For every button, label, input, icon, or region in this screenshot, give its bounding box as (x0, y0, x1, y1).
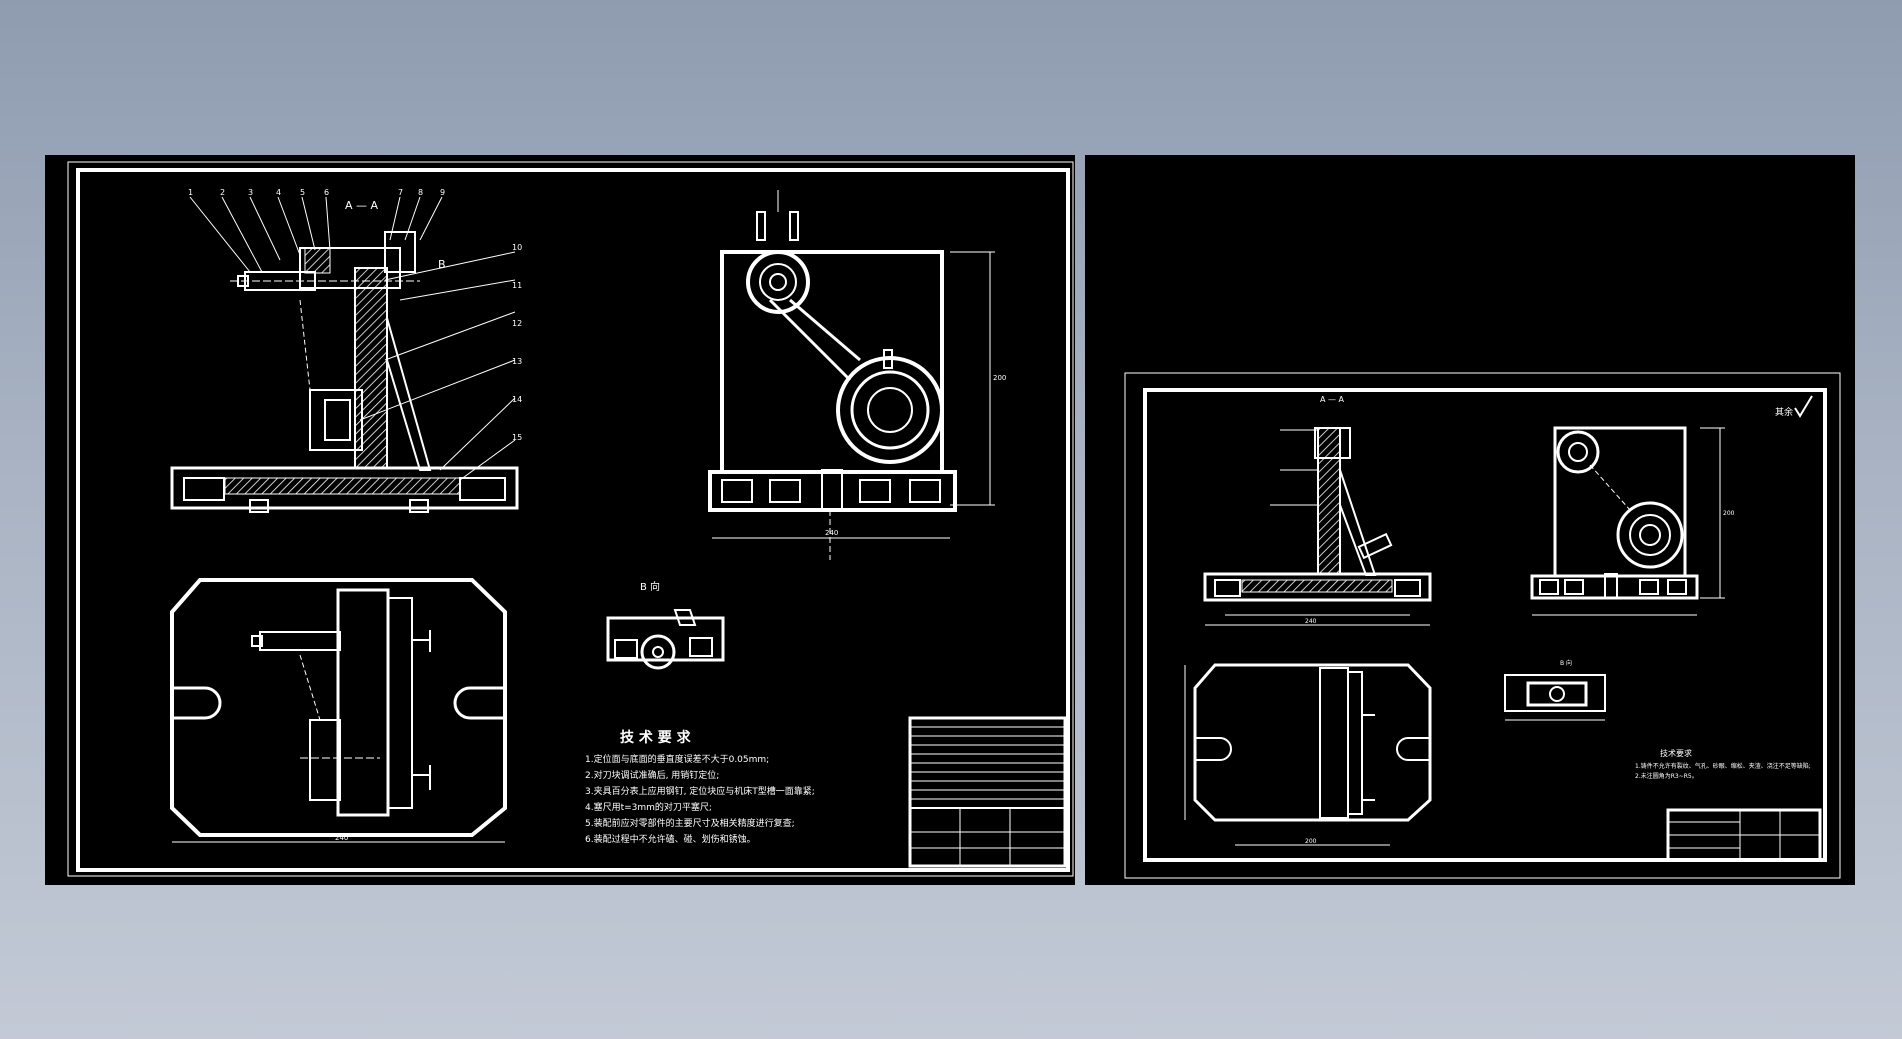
leader-lines (189, 196, 516, 481)
balloon-4: 4 (276, 188, 281, 197)
section-view-a-a[interactable] (170, 231, 519, 513)
section-label-a-a: A — A (345, 199, 379, 212)
part-view-b-detail[interactable] (1504, 674, 1606, 721)
requirements-list: 1.定位面与底面的垂直度误差不大于0.05mm; 2.对刀块调试准确后, 用销钉定… (585, 753, 815, 845)
title-block (908, 716, 1067, 868)
balloon-5: 5 (300, 188, 305, 197)
side-view[interactable] (708, 190, 995, 560)
dimension-base-width: 240 (825, 529, 838, 537)
roughness-note: 其余 (1775, 406, 1793, 418)
plan-view[interactable] (170, 578, 507, 843)
balloon-14: 14 (512, 395, 522, 404)
part-dimension-plan-width: 200 (1305, 838, 1317, 845)
view-b-detail[interactable] (606, 609, 725, 670)
balloon-3: 3 (248, 188, 253, 197)
part-plan-view[interactable] (1184, 663, 1432, 846)
requirement-line: 1.定位面与底面的垂直度误差不大于0.05mm; (585, 753, 769, 765)
part-dimension-vertical: 200 (1723, 510, 1735, 517)
requirement-line: 2.对刀块调试准确后, 用销钉定位; (585, 769, 719, 781)
balloon-1: 1 (188, 188, 193, 197)
balloon-11: 11 (512, 281, 522, 290)
part-title-block (1666, 808, 1822, 862)
requirements-title: 技 术 要 求 (620, 729, 692, 746)
requirement-line: 5.装配前应对零部件的主要尺寸及相关精度进行复查; (585, 817, 795, 829)
part-side-view[interactable] (1530, 426, 1725, 616)
requirement-line: 4.塞尺用t=3mm的对刀平塞尺; (585, 801, 712, 813)
roughness-symbol (1794, 395, 1813, 418)
balloon-13: 13 (512, 357, 522, 366)
requirement-line: 6.装配过程中不允许磕、碰、划伤和锈蚀。 (585, 833, 756, 845)
part-requirements-list: 1.铸件不允许有裂纹、气孔、砂眼、缩松、夹渣、浇注不足等缺陷; 2.未注圆角为R3… (1635, 762, 1811, 780)
balloon-12: 12 (512, 319, 522, 328)
part-requirement-line: 2.未注圆角为R3~R5。 (1635, 772, 1698, 780)
requirement-line: 3.夹具百分表上应用钢钉, 定位块应与机床T型槽一面靠紧; (585, 785, 815, 797)
drawing-sheet-part[interactable]: A — A 其余 (1085, 155, 1855, 885)
part-section-view[interactable] (1203, 427, 1432, 626)
balloon-6: 6 (324, 188, 329, 197)
part-dimension-base-width: 240 (1305, 618, 1317, 625)
balloon-9: 9 (440, 188, 445, 197)
balloon-10: 10 (512, 243, 522, 252)
part-requirement-line: 1.铸件不允许有裂纹、气孔、砂眼、缩松、夹渣、浇注不足等缺陷; (1635, 762, 1811, 770)
view-b-title: B 向 (640, 580, 660, 593)
dimension-vertical: 200 (993, 374, 1006, 382)
part-requirements-title: 技术要求 (1660, 748, 1692, 758)
section-label-a-a-2: A — A (1320, 395, 1345, 404)
balloon-2: 2 (220, 188, 225, 197)
balloon-8: 8 (418, 188, 423, 197)
view-b-label: B (438, 258, 446, 271)
dimension-plan-width: 240 (335, 834, 348, 842)
part-view-b-title: B 向 (1560, 659, 1572, 667)
balloon-15: 15 (512, 433, 522, 442)
balloon-7: 7 (398, 188, 403, 197)
